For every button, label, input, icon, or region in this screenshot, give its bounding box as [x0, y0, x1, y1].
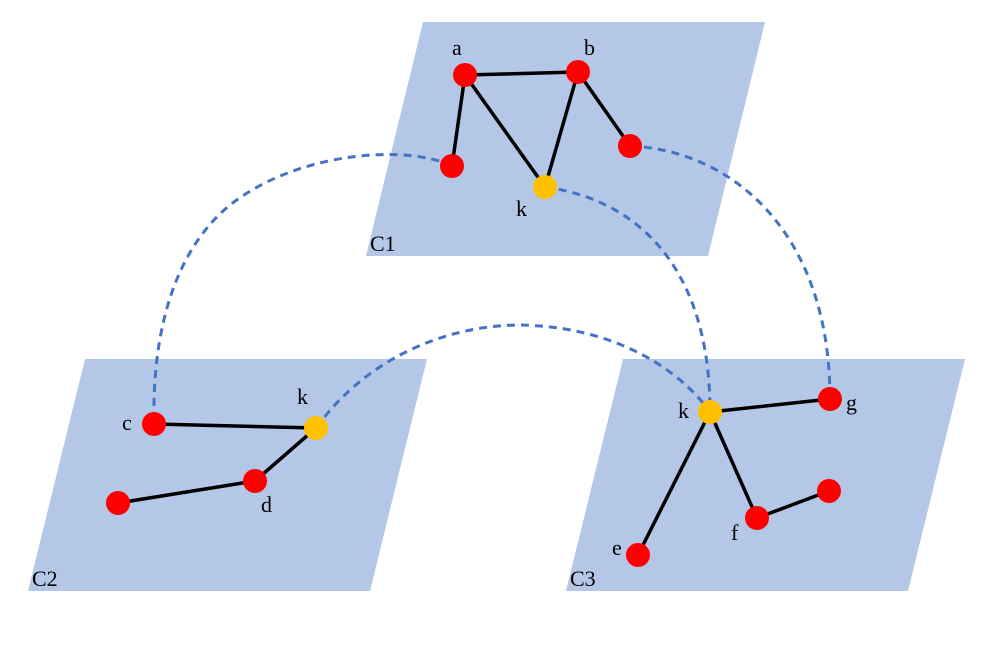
plane-c2 — [28, 359, 427, 591]
link-c1-to-c3-g — [629, 144, 832, 400]
node-label-k-c2: k — [297, 384, 308, 409]
node-c3-k — [698, 400, 722, 424]
graph-nodes — [106, 60, 842, 567]
node-c1-k — [533, 175, 557, 199]
edge-c1_b-c1_u2 — [576, 70, 632, 148]
edge-c3_k-c3_e — [636, 410, 712, 557]
inter-layer-links — [152, 144, 832, 429]
node-c3-f — [745, 506, 769, 530]
node-label-f: f — [731, 520, 739, 545]
plane-c2-label: C2 — [32, 566, 58, 591]
edge-c1_a-c1_b — [463, 70, 580, 77]
edge-c3_k-c3_f — [708, 410, 759, 520]
edge-c2_c-c2_k — [152, 422, 318, 430]
plane-c1 — [366, 22, 765, 256]
link-c1-to-c2-c — [152, 153, 453, 425]
edge-c2_k-c2_d — [253, 426, 318, 483]
link-c2-k-to-c3-k — [314, 323, 712, 429]
node-label-k-c3: k — [678, 398, 689, 423]
node-c2-u — [106, 491, 130, 515]
node-c1-b — [566, 60, 590, 84]
node-label-g: g — [846, 390, 857, 415]
edge-c1_a-c1_u1 — [450, 73, 467, 168]
edge-c2_d-c2_u — [116, 479, 257, 505]
intra-layer-edges — [116, 70, 832, 557]
node-c2-k — [304, 416, 328, 440]
node-c2-c — [142, 412, 166, 436]
node-label-e: e — [612, 535, 622, 560]
edge-c3_k-c3_g — [708, 397, 832, 414]
node-c1-u1 — [440, 154, 464, 178]
edge-c1_a-c1_k — [463, 73, 547, 189]
plane-c1-label: C1 — [370, 231, 396, 256]
plane-c3 — [566, 359, 965, 591]
node-c1-a — [453, 63, 477, 87]
node-c3-u — [817, 479, 841, 503]
node-label-d: d — [261, 492, 272, 517]
node-label-b: b — [584, 35, 595, 60]
edge-c3_f-c3_u — [755, 489, 831, 520]
node-c3-e — [626, 543, 650, 567]
node-c1-u2 — [618, 134, 642, 158]
node-c3-g — [818, 387, 842, 411]
link-c1-k-to-c3-k — [544, 185, 712, 413]
node-label-a: a — [452, 35, 462, 60]
node-c2-d — [243, 469, 267, 493]
node-label-c: c — [122, 410, 132, 435]
plane-c3-label: C3 — [570, 566, 596, 591]
node-label-k-c1: k — [516, 196, 527, 221]
edge-c1_b-c1_k — [543, 70, 580, 189]
